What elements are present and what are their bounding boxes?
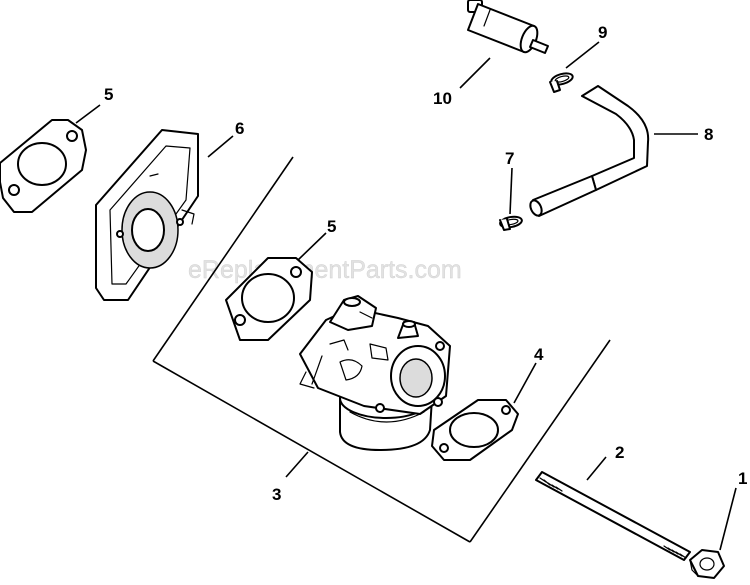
assembly-bracket [152,156,611,543]
callout-5-center: 5 [327,217,336,236]
carburetor-gasket-part [431,399,519,461]
callout-1: 1 [738,469,747,488]
stud-part [535,471,691,561]
leader-lines [75,41,737,551]
spacer-plate-part [95,129,199,301]
callout-10: 10 [433,89,452,108]
callout-3: 3 [272,485,281,504]
callout-5-left: 5 [104,85,113,104]
callout-6: 6 [235,119,244,138]
callout-8: 8 [704,125,713,144]
nut-part [689,549,725,579]
fuel-filter-part [467,0,549,54]
callout-7: 7 [505,149,514,168]
carburetor-part [299,295,451,451]
hose-clamp-lower-part [499,215,523,231]
gasket-left-part [0,119,87,213]
callout-4: 4 [534,345,544,364]
gasket-center-part [225,257,313,341]
watermark-text: eReplacementParts.com [188,256,462,284]
fuel-line-part [529,85,650,217]
callout-2: 2 [615,443,624,462]
hose-clamp-upper-part [549,72,574,93]
callout-9: 9 [598,23,607,42]
